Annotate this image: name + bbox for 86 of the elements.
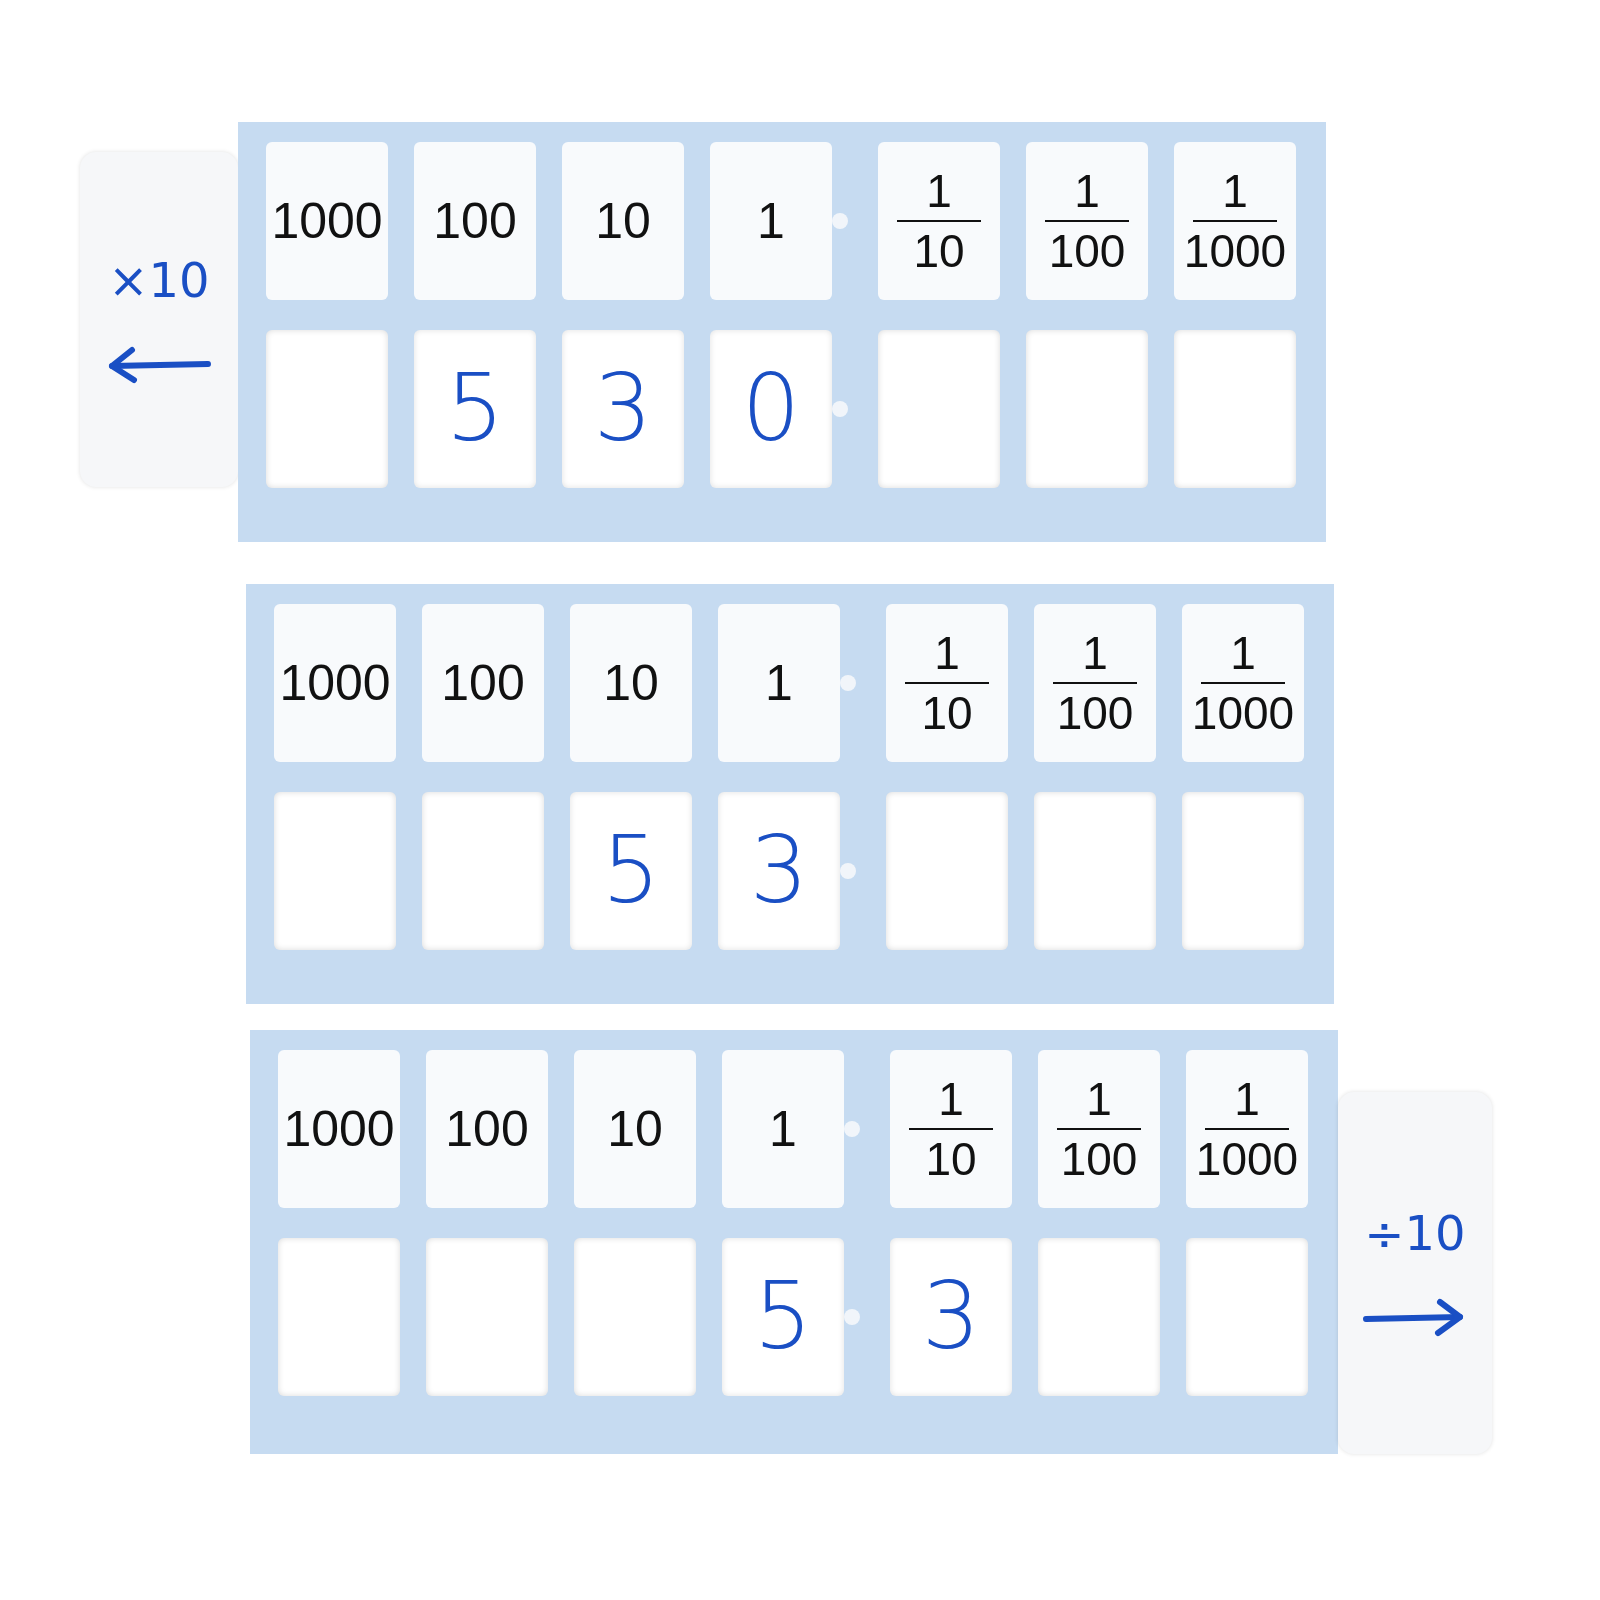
- fraction-numerator: 1: [1222, 168, 1248, 214]
- empty-digit-cell: [1034, 792, 1156, 950]
- empty-digit-cell: [878, 330, 1000, 488]
- place-value-card: [1026, 142, 1148, 300]
- place-value-card: [710, 142, 832, 300]
- place-value-board: [238, 122, 1326, 542]
- fraction-numerator: 1: [1082, 630, 1108, 676]
- place-value-label: 1000: [271, 196, 383, 246]
- empty-digit-cell: [1182, 792, 1304, 950]
- fraction-denominator: 100: [1060, 1136, 1138, 1182]
- empty-digit-cell: [574, 1238, 696, 1396]
- digit-card: [890, 1238, 1012, 1396]
- place-value-label: 1000: [283, 1104, 395, 1154]
- digit-card: [562, 330, 684, 488]
- fraction-denominator: 10: [925, 1136, 977, 1182]
- place-value-card: [1186, 1050, 1308, 1208]
- place-value-card: [426, 1050, 548, 1208]
- place-value-card: [722, 1050, 844, 1208]
- place-value-card: [278, 1050, 400, 1208]
- empty-digit-cell: [1038, 1238, 1160, 1396]
- place-value-card: [562, 142, 684, 300]
- place-value-board: [246, 584, 1334, 1004]
- fraction-numerator: 1: [926, 168, 952, 214]
- handwritten-digit: 3: [749, 825, 809, 917]
- place-value-label: 100: [445, 1104, 529, 1154]
- fraction-denominator: 10: [921, 690, 973, 736]
- fraction-denominator: 100: [1048, 228, 1126, 274]
- place-value-card: [1182, 604, 1304, 762]
- fraction-denominator: 1000: [1195, 1136, 1299, 1182]
- place-value-board: [250, 1030, 1338, 1454]
- empty-digit-cell: [278, 1238, 400, 1396]
- empty-digit-cell: [886, 792, 1008, 950]
- place-value-card: [890, 1050, 1012, 1208]
- place-value-card: [570, 604, 692, 762]
- place-value-card: [414, 142, 536, 300]
- empty-digit-cell: [1174, 330, 1296, 488]
- digit-card: [718, 792, 840, 950]
- empty-digit-cell: [426, 1238, 548, 1396]
- handwritten-digit: 3: [593, 363, 653, 455]
- fraction-denominator: 100: [1056, 690, 1134, 736]
- place-value-label: 100: [433, 196, 517, 246]
- handwritten-digit: 5: [601, 825, 661, 917]
- digit-card: [710, 330, 832, 488]
- fraction-numerator: 1: [1234, 1076, 1260, 1122]
- digit-card: [414, 330, 536, 488]
- handwritten-digit: 0: [741, 363, 801, 455]
- place-value-card: [718, 604, 840, 762]
- digit-card: [722, 1238, 844, 1396]
- place-value-label: 1000: [279, 658, 391, 708]
- place-value-label: 10: [595, 196, 651, 246]
- fraction-numerator: 1: [1230, 630, 1256, 676]
- handwritten-digit: 5: [445, 363, 505, 455]
- fraction-denominator: 10: [913, 228, 965, 274]
- fraction-denominator: 1000: [1183, 228, 1287, 274]
- place-value-card: [422, 604, 544, 762]
- place-value-label: 10: [603, 658, 659, 708]
- fraction-numerator: 1: [938, 1076, 964, 1122]
- digit-card: [570, 792, 692, 950]
- place-value-label: 100: [441, 658, 525, 708]
- empty-digit-cell: [422, 792, 544, 950]
- fraction-denominator: 1000: [1191, 690, 1295, 736]
- handwritten-digit: 5: [753, 1271, 813, 1363]
- place-value-card: [1038, 1050, 1160, 1208]
- handwritten-digit: 3: [921, 1271, 981, 1363]
- place-value-label: 1: [769, 1104, 797, 1154]
- handwritten-operation: ×10: [108, 255, 210, 304]
- fraction-numerator: 1: [934, 630, 960, 676]
- side-card: [80, 152, 238, 487]
- side-card: [1338, 1092, 1492, 1454]
- empty-digit-cell: [266, 330, 388, 488]
- fraction-numerator: 1: [1074, 168, 1100, 214]
- empty-digit-cell: [1186, 1238, 1308, 1396]
- place-value-card: [1034, 604, 1156, 762]
- place-value-label: 1: [765, 658, 793, 708]
- place-value-card: [886, 604, 1008, 762]
- empty-digit-cell: [1026, 330, 1148, 488]
- place-value-card: [266, 142, 388, 300]
- place-value-card: [574, 1050, 696, 1208]
- place-value-card: [1174, 142, 1296, 300]
- empty-digit-cell: [274, 792, 396, 950]
- handwritten-operation: ÷10: [1364, 1209, 1466, 1257]
- place-value-label: 10: [607, 1104, 663, 1154]
- place-value-label: 1: [757, 196, 785, 246]
- fraction-numerator: 1: [1086, 1076, 1112, 1122]
- place-value-card: [274, 604, 396, 762]
- place-value-card: [878, 142, 1000, 300]
